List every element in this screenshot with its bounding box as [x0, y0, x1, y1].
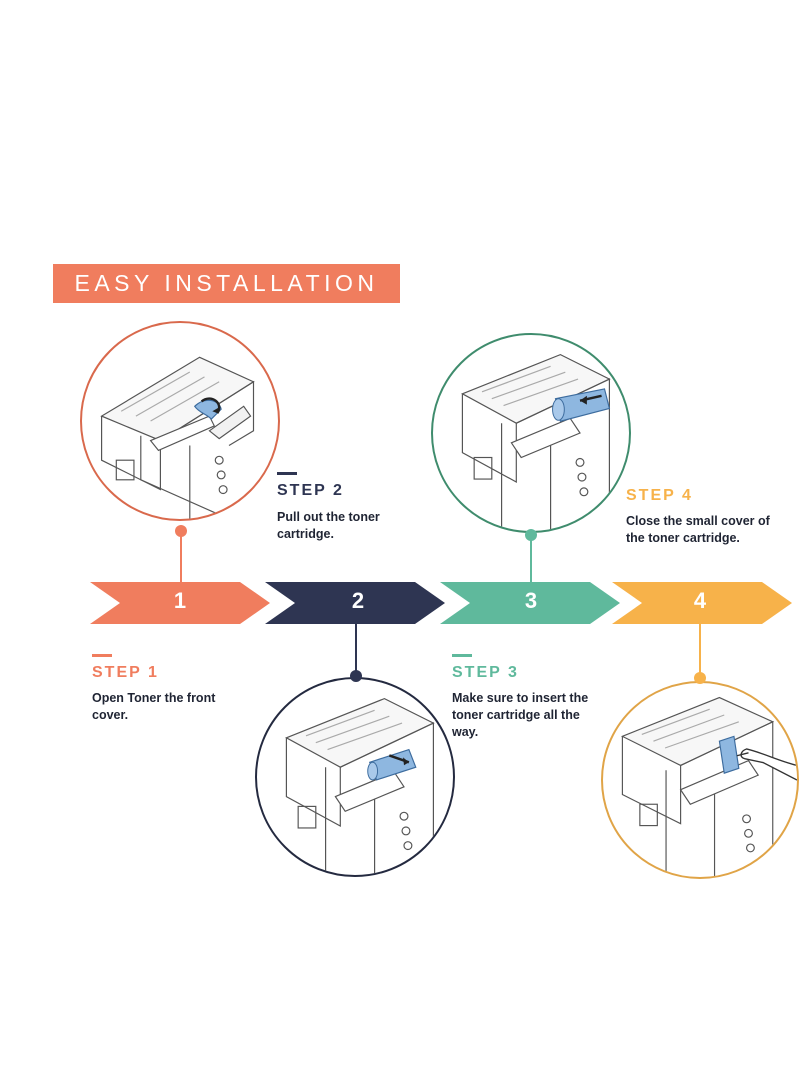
step-3-title: STEP 3 — [452, 664, 519, 681]
step-2-description: Pull out the toner cartridge. — [277, 510, 380, 541]
step-arrow-timeline — [90, 582, 792, 624]
step-3-number: 3 — [524, 588, 538, 613]
step-3-connector — [530, 539, 532, 583]
step-4-arrow — [612, 582, 792, 624]
step-1-illustration — [80, 321, 280, 521]
step-2-title: STEP 2 — [277, 482, 344, 499]
step-1-dash — [92, 654, 112, 657]
step-1-description: Open Toner the front cover. — [92, 691, 216, 722]
step-4-connector-dot — [694, 672, 706, 684]
step-3-connector-dot — [525, 529, 537, 541]
step-2-arrow — [265, 582, 445, 624]
step-2-illustration — [255, 677, 455, 877]
step-4-description: Close the small cover of the toner cartr… — [626, 514, 770, 545]
easy-installation-banner: EASY INSTALLATION — [53, 264, 400, 303]
step-1-connector-dot — [175, 525, 187, 537]
step-4-title: STEP 4 — [626, 487, 693, 504]
step-3-arrow — [440, 582, 620, 624]
printer-pull-cartridge-icon — [285, 697, 435, 875]
step-1-number: 1 — [173, 588, 187, 613]
printer-open-cover-icon — [100, 356, 255, 519]
step-2-connector-dot — [350, 670, 362, 682]
step-1-title: STEP 1 — [92, 664, 159, 681]
step-1-arrow — [90, 582, 270, 624]
step-4-connector — [699, 622, 701, 675]
step-2-dash — [277, 472, 297, 475]
step-2-number: 2 — [351, 588, 365, 613]
step-3-illustration — [431, 333, 631, 533]
step-4-number: 4 — [693, 588, 707, 613]
step-3-description: Make sure to insert the toner cartridge … — [452, 691, 589, 739]
printer-insert-cartridge-icon — [461, 353, 611, 531]
step-3-dash — [452, 654, 472, 657]
printer-close-cover-icon — [620, 696, 797, 877]
step-2-connector — [355, 620, 357, 676]
step-1-connector — [180, 531, 182, 584]
step-4-illustration — [601, 681, 799, 879]
